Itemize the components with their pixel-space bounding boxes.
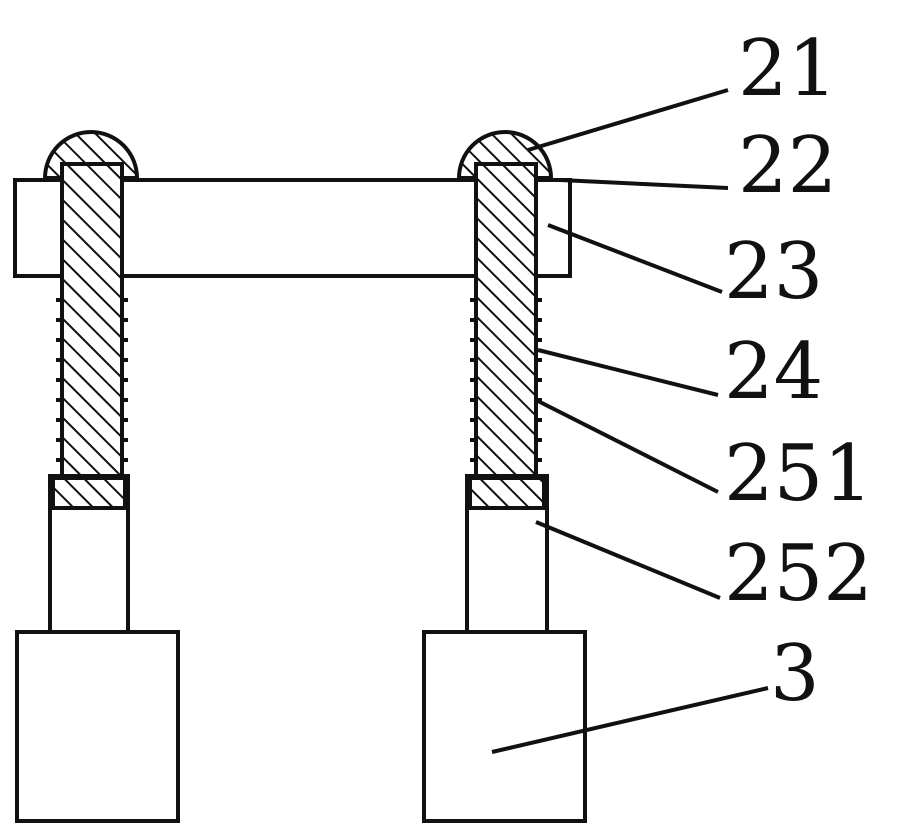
callout-23: 23: [724, 227, 823, 317]
leader-23: [548, 225, 722, 292]
leader-252: [536, 522, 720, 598]
left-base-block: [17, 632, 178, 821]
right-threaded-rod: [476, 164, 536, 506]
left-sleeve-hatched: [53, 478, 125, 508]
right-base-block: [424, 632, 585, 821]
callout-21: 21: [738, 24, 837, 114]
callout-24: 24: [724, 327, 823, 417]
callout-labels: 21 22 23 24 251 252 3: [724, 24, 873, 719]
callout-3: 3: [770, 629, 820, 719]
right-sleeve-hatched: [470, 478, 544, 508]
leader-22: [560, 180, 728, 188]
left-threaded-rod: [62, 164, 122, 506]
leader-24: [538, 350, 718, 395]
callout-251: 251: [724, 429, 873, 519]
leader-251: [536, 400, 718, 492]
leader-21: [528, 90, 728, 150]
callout-252: 252: [724, 529, 873, 619]
callout-22: 22: [738, 121, 837, 211]
